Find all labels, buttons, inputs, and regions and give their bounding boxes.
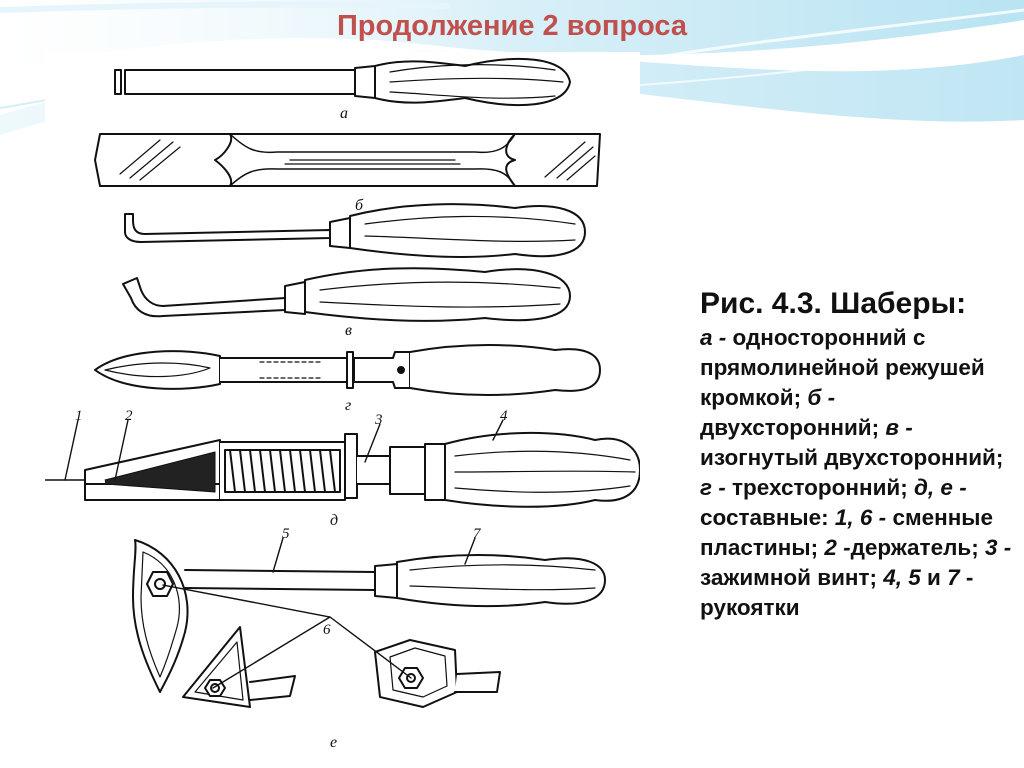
caption-segment: 3 - — [984, 535, 1012, 560]
label-letter-v: в — [345, 322, 352, 339]
label-number-5: 5 — [282, 526, 290, 542]
label-number-7: 7 — [473, 526, 482, 542]
label-number-6: 6 — [323, 622, 331, 638]
scraper-a-drawing — [114, 58, 571, 106]
caption-segment: г - — [700, 475, 726, 500]
label-number-2: 2 — [125, 408, 133, 424]
figure-caption: Рис. 4.3. Шаберы: а - односторонний с пр… — [700, 285, 1020, 623]
scrapers-illustration: а б в г д е 1 2 3 4 5 6 7 — [45, 52, 640, 752]
caption-segment: б - — [807, 385, 836, 410]
scraper-g-drawing — [94, 344, 601, 396]
caption-segment: изогнутый двухсторонний; — [700, 445, 1004, 470]
caption-segment: двухсторонний; — [700, 415, 886, 440]
scraper-e-drawing — [132, 539, 606, 708]
caption-title: Рис. 4.3. Шаберы: — [700, 287, 967, 320]
caption-segment: односторонний с прямолинейной режушей кр… — [700, 325, 985, 410]
caption-segment: д, е - — [914, 475, 967, 500]
label-number-4: 4 — [500, 408, 508, 424]
slide-title: Продолжение 2 вопроса — [336, 10, 688, 42]
scraper-v-drawing — [122, 203, 586, 322]
scraper-b-drawing — [94, 133, 601, 187]
caption-segment: а - — [700, 325, 727, 350]
caption-segment: держатель; — [850, 535, 985, 560]
caption-segment: составные: — [700, 505, 835, 530]
caption-body: а - односторонний с прямолинейной режуше… — [700, 323, 1020, 623]
label-number-1: 1 — [75, 408, 83, 424]
caption-segment: сменные пластины; — [700, 505, 994, 560]
label-letter-d: д — [330, 512, 338, 529]
caption-segment: в - — [885, 415, 913, 440]
caption-segment: 1, 6 - — [834, 505, 887, 530]
caption-segment: 2 - — [824, 535, 851, 560]
caption-segment: зажимной винт; — [700, 565, 884, 590]
caption-segment: 7 — [947, 565, 960, 590]
label-letter-g: г — [345, 397, 351, 414]
caption-segment: и — [920, 565, 948, 590]
label-letter-b: б — [355, 197, 364, 214]
label-letter-e: е — [330, 734, 337, 751]
caption-segment: трехсторонний; — [725, 475, 915, 500]
scraper-d-drawing — [45, 431, 640, 508]
label-letter-a: а — [340, 105, 348, 122]
caption-segment: 4, 5 — [883, 565, 921, 590]
caption-segment: - рукоятки — [700, 565, 974, 620]
label-number-3: 3 — [374, 412, 383, 428]
